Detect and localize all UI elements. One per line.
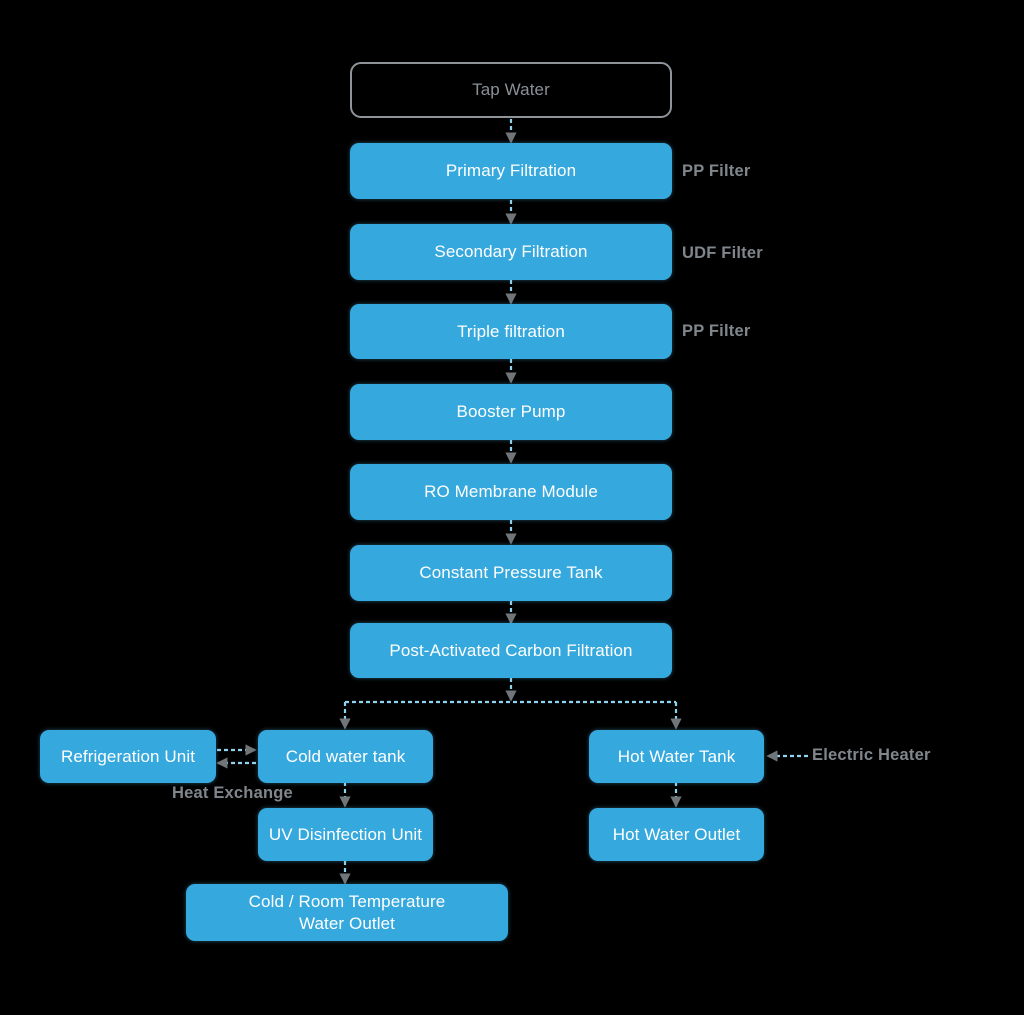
node-hot-water-tank[interactable]: Hot Water Tank [589, 730, 764, 783]
node-booster-pump[interactable]: Booster Pump [350, 384, 672, 440]
node-cold-room-temperature-water-outlet-label: Cold / Room Temperature Water Outlet [248, 891, 446, 933]
node-hot-water-outlet[interactable]: Hot Water Outlet [589, 808, 764, 861]
node-cold-room-temperature-water-outlet[interactable]: Cold / Room Temperature Water Outlet [186, 884, 508, 941]
node-triple-filtration-label: Triple filtration [457, 321, 565, 341]
node-secondary-filtration-label: Secondary Filtration [434, 242, 588, 262]
side-label-udf-filter: UDF Filter [682, 244, 763, 262]
node-post-activated-carbon-filtration[interactable]: Post-Activated Carbon Filtration [350, 623, 672, 678]
node-constant-pressure-tank[interactable]: Constant Pressure Tank [350, 545, 672, 601]
node-booster-pump-label: Booster Pump [456, 402, 566, 422]
node-uv-disinfection-unit[interactable]: UV Disinfection Unit [258, 808, 433, 861]
node-refrigeration-unit[interactable]: Refrigeration Unit [40, 730, 216, 783]
node-ro-membrane-module-label: RO Membrane Module [424, 482, 598, 502]
node-cold-water-tank[interactable]: Cold water tank [258, 730, 433, 783]
node-constant-pressure-tank-label: Constant Pressure Tank [419, 563, 603, 583]
node-cold-water-tank-label: Cold water tank [285, 746, 406, 766]
node-primary-filtration[interactable]: Primary Filtration [350, 143, 672, 199]
side-label-pp-filter-primary: PP Filter [682, 162, 751, 180]
node-tap-water-label: Tap Water [472, 80, 550, 100]
node-secondary-filtration[interactable]: Secondary Filtration [350, 224, 672, 280]
side-label-heat-exchange: Heat Exchange [172, 784, 293, 802]
side-label-pp-filter-triple: PP Filter [682, 322, 751, 340]
node-triple-filtration[interactable]: Triple filtration [350, 304, 672, 359]
node-uv-disinfection-unit-label: UV Disinfection Unit [268, 824, 423, 844]
node-ro-membrane-module[interactable]: RO Membrane Module [350, 464, 672, 520]
node-primary-filtration-label: Primary Filtration [445, 161, 577, 181]
node-hot-water-tank-label: Hot Water Tank [617, 746, 736, 766]
node-hot-water-outlet-label: Hot Water Outlet [612, 824, 741, 844]
side-label-electric-heater: Electric Heater [812, 746, 931, 764]
node-tap-water[interactable]: Tap Water [350, 62, 672, 118]
node-post-activated-carbon-filtration-label: Post-Activated Carbon Filtration [389, 640, 633, 660]
node-refrigeration-unit-label: Refrigeration Unit [60, 746, 196, 766]
